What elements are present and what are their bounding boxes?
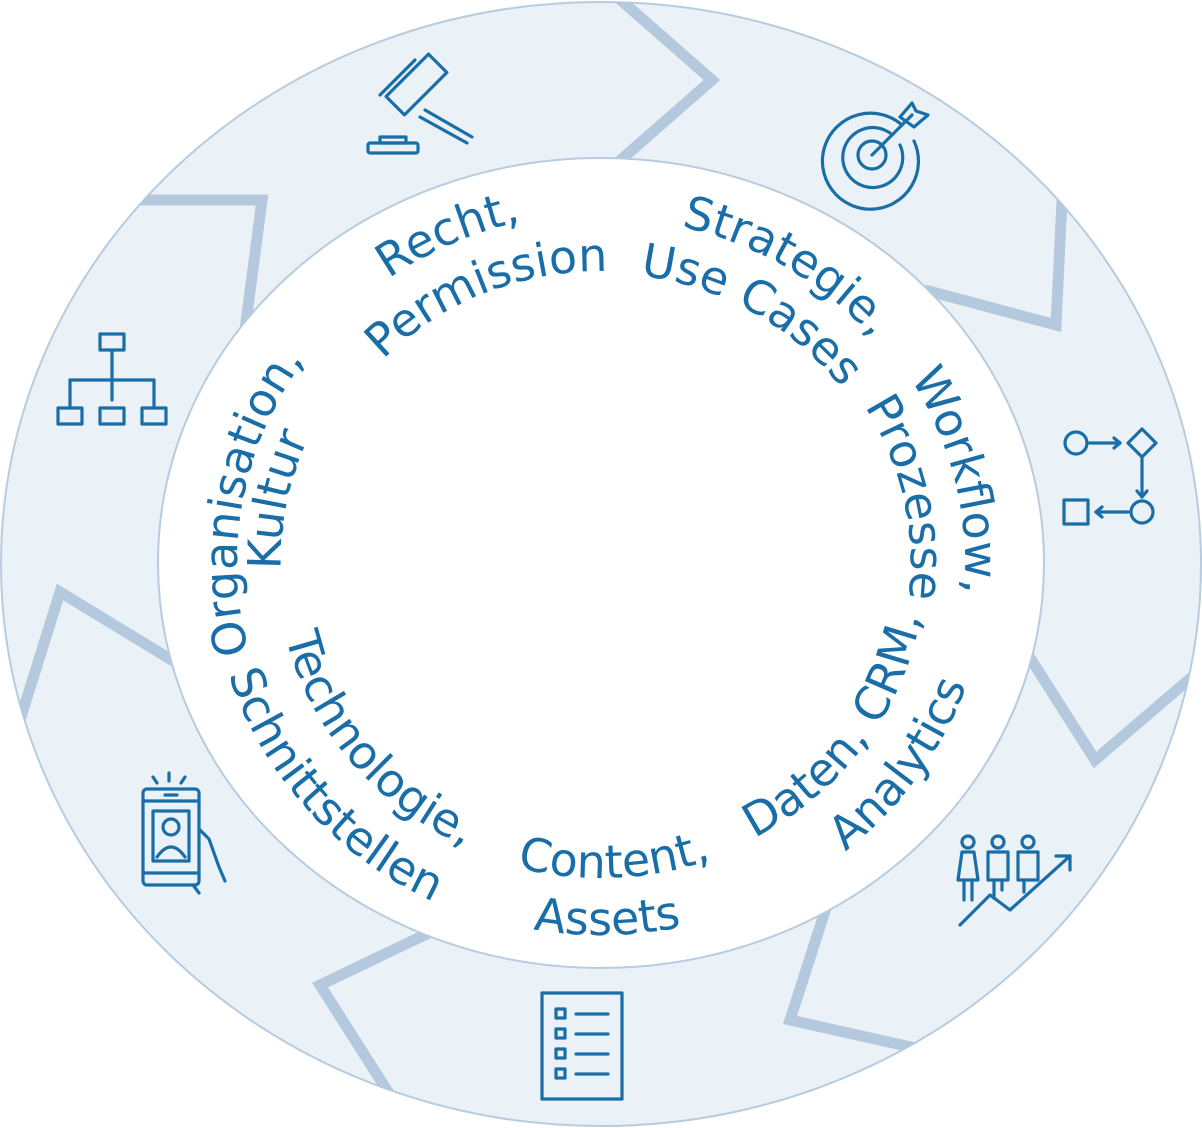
segment-label: Assets <box>532 885 684 946</box>
chevron <box>140 194 269 331</box>
chevron <box>312 925 438 1098</box>
gavel-icon <box>366 52 474 155</box>
workflow-icon <box>1062 427 1158 526</box>
chevron <box>611 2 721 170</box>
checklist-icon <box>540 991 624 1101</box>
chevron <box>782 878 917 1054</box>
chevron <box>14 583 178 722</box>
inner-circle <box>157 157 1045 969</box>
org-chart-icon <box>56 332 168 426</box>
chevron <box>1020 647 1201 769</box>
segment-label-line2: Assets <box>532 885 684 946</box>
chevron-dividers <box>14 2 1201 1098</box>
chevron <box>923 199 1068 333</box>
team-growth-icon <box>956 834 1072 927</box>
smartphone-icon <box>141 771 227 895</box>
target-icon <box>820 101 930 211</box>
